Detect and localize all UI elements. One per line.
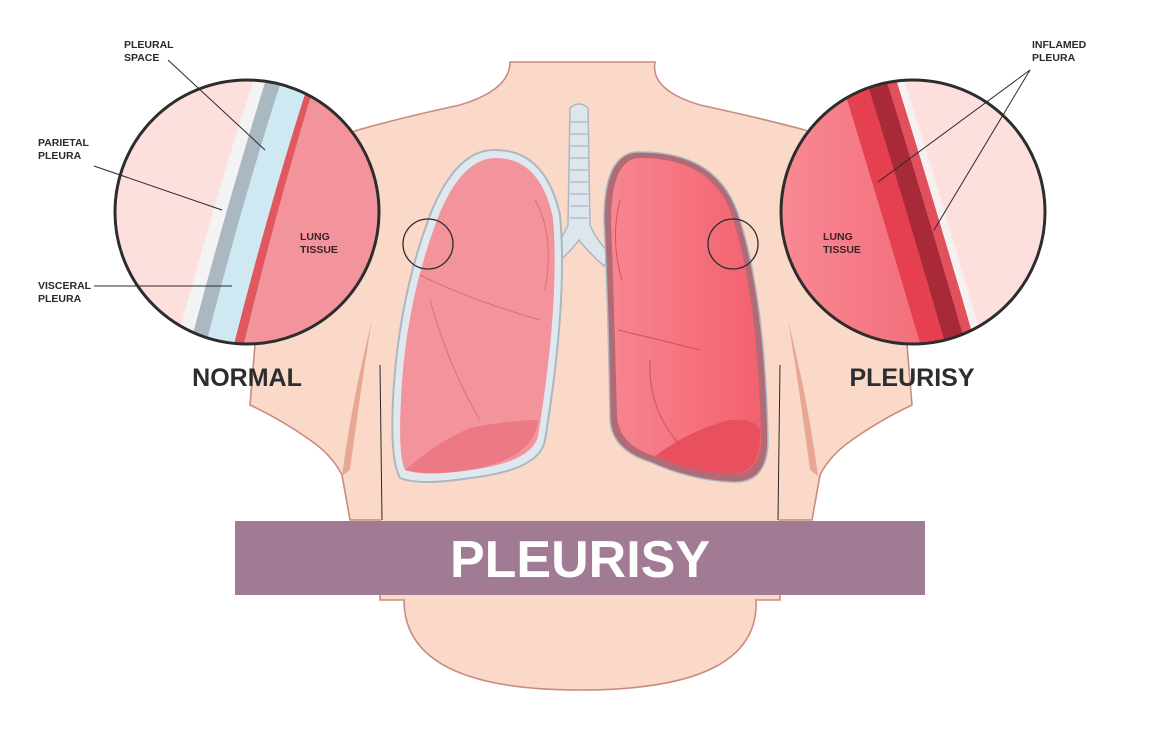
normal-lung-lower-shade: [405, 420, 538, 473]
title-banner-bg: [235, 521, 925, 595]
inflamed-lung-tissue: [611, 157, 761, 475]
pleurisy-heading: PLEURISY: [849, 364, 974, 392]
pleurisy-inflamed-band-2: [860, 80, 972, 344]
left-arm-line: [379, 364, 383, 521]
trachea-rings: [570, 121, 588, 219]
label-inflamed-pleura: INFLAMED PLEURA: [1032, 39, 1089, 64]
right-arm-line: [777, 364, 781, 521]
pleurisy-parietal-light-band: [890, 80, 990, 344]
normal-lung-tissue-label: LUNG TISSUE: [300, 231, 338, 256]
label-parietal-pleura: PARIETAL PLEURA: [38, 137, 92, 162]
title-banner: PLEURISY: [235, 521, 925, 595]
label-visceral-pleura: VISCERAL PLEURA: [38, 280, 94, 305]
pleurisy-magnified-view: [779, 78, 1047, 346]
leader-parietal-pleura: [93, 165, 223, 211]
normal-parietal-pleura-band: [186, 80, 290, 344]
inflamed-lung: [603, 151, 769, 483]
left-arm-crease: [342, 320, 372, 476]
inflamed-lung-fissures: [615, 199, 701, 446]
leader-pleural-space: [167, 59, 266, 151]
label-pleural-space: PLEURAL SPACE: [124, 39, 176, 64]
normal-lung-tissue: [400, 157, 555, 474]
pleurisy-zoom-marker: [707, 218, 759, 270]
pleurisy-lung-tissue-label: LUNG TISSUE: [823, 231, 861, 256]
leader-inflamed-pleura-2: [933, 69, 1031, 231]
inflamed-lung-lower-shade: [655, 419, 761, 475]
normal-heading: NORMAL: [192, 364, 302, 392]
normal-lung: [391, 148, 564, 483]
pleurisy-circle-border: [779, 78, 1047, 346]
pleurisy-inflamed-band-1: [835, 80, 952, 344]
right-arm-crease: [788, 320, 818, 476]
pleurisy-inflamed-band-3: [880, 80, 982, 344]
title-banner-text: PLEURISY: [450, 531, 710, 589]
normal-circle-border: [113, 78, 381, 346]
normal-zoom-marker: [402, 218, 454, 270]
leader-inflamed-pleura-1: [877, 69, 1031, 183]
leader-lines: [93, 59, 1031, 287]
normal-lung-fissures: [419, 199, 549, 421]
normal-pleural-space-band: [202, 80, 318, 344]
